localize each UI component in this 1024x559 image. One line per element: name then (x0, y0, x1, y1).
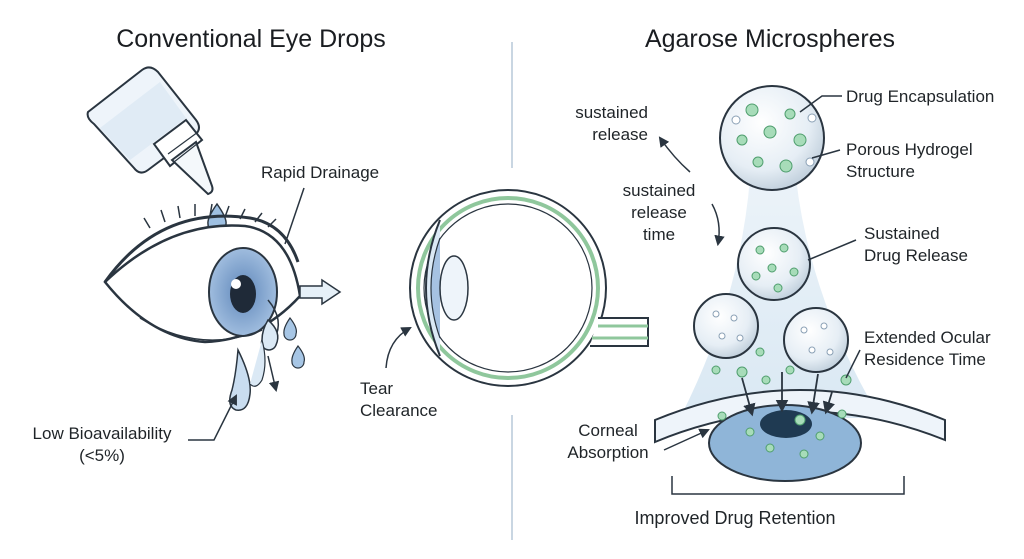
right-panel-title: Agarose Microspheres (644, 25, 896, 53)
pupil-region (760, 410, 812, 438)
sustained-release-time-arrow (711, 203, 725, 247)
sustained-release-arrow (658, 136, 691, 173)
sustained-release-line2: release (592, 125, 648, 144)
microsphere-lower-left (693, 293, 759, 359)
sustained-drug-release-line1: Sustained (864, 224, 940, 243)
rapid-drainage-label: Rapid Drainage (261, 163, 380, 182)
corneal-absorption-label: Corneal Absorption (556, 420, 660, 464)
sustained-release-label: sustained release (548, 102, 648, 146)
sustained-release-line1: sustained (575, 103, 648, 122)
tear-clearance-line2: Clearance (360, 401, 438, 420)
drug-encapsulation-leader (799, 95, 842, 113)
tear-clearance-arrow (385, 326, 412, 369)
sustained-release-time-label: sustained release time (604, 180, 714, 246)
extended-residence-line2: Residence Time (864, 350, 986, 369)
drainage-arrow (299, 278, 342, 306)
porous-hydrogel-line1: Porous Hydrogel (846, 140, 973, 159)
porous-hydrogel-leader (811, 149, 841, 159)
low-bioavailability-line2: (<5%) (79, 446, 125, 465)
extended-residence-label: Extended Ocular Residence Time (864, 327, 991, 371)
bioavailability-arrow (188, 394, 237, 441)
retention-bracket (671, 476, 905, 495)
sustained-drug-release-label: Sustained Drug Release (864, 223, 968, 267)
corneal-absorption-line1: Corneal (578, 421, 638, 440)
tear-drops (229, 316, 305, 411)
eye-drop-bottle (86, 66, 214, 196)
improved-retention-label: Improved Drug Retention (634, 508, 836, 528)
microsphere-middle (737, 227, 811, 301)
microsphere-top (719, 85, 825, 191)
low-bioavailability-line1: Low Bioavailability (32, 424, 172, 443)
extended-residence-line1: Extended Ocular (864, 328, 991, 347)
extended-residence-leader (845, 349, 861, 379)
microsphere-lower-right (783, 307, 849, 373)
low-bioavailability-label: Low Bioavailability (<5%) (14, 423, 190, 467)
tear-clearance-label: Tear Clearance (360, 378, 438, 422)
sustained-release-time-line3: time (642, 225, 676, 244)
corneal-absorption-line2: Absorption (567, 443, 649, 462)
released-drug-particles (711, 347, 852, 459)
sustained-drug-release-leader (807, 239, 857, 261)
absorption-arrows (741, 372, 835, 417)
eyeball-cross-section (409, 189, 649, 387)
sustained-drug-release-line2: Drug Release (864, 246, 968, 265)
drug-encapsulation-label: Drug Encapsulation (846, 87, 995, 106)
porous-hydrogel-label: Porous Hydrogel Structure (846, 139, 973, 183)
eye-illustration (103, 203, 302, 344)
sustained-release-time-line1: sustained (622, 181, 696, 200)
rapid-drainage-leader (284, 187, 305, 245)
corneal-absorption-arrow (663, 428, 710, 451)
porous-hydrogel-line2: Structure (846, 162, 915, 181)
sustained-release-time-line2: release (631, 203, 687, 222)
left-panel-title: Conventional Eye Drops (116, 25, 386, 53)
tear-clearance-line1: Tear (360, 379, 394, 398)
